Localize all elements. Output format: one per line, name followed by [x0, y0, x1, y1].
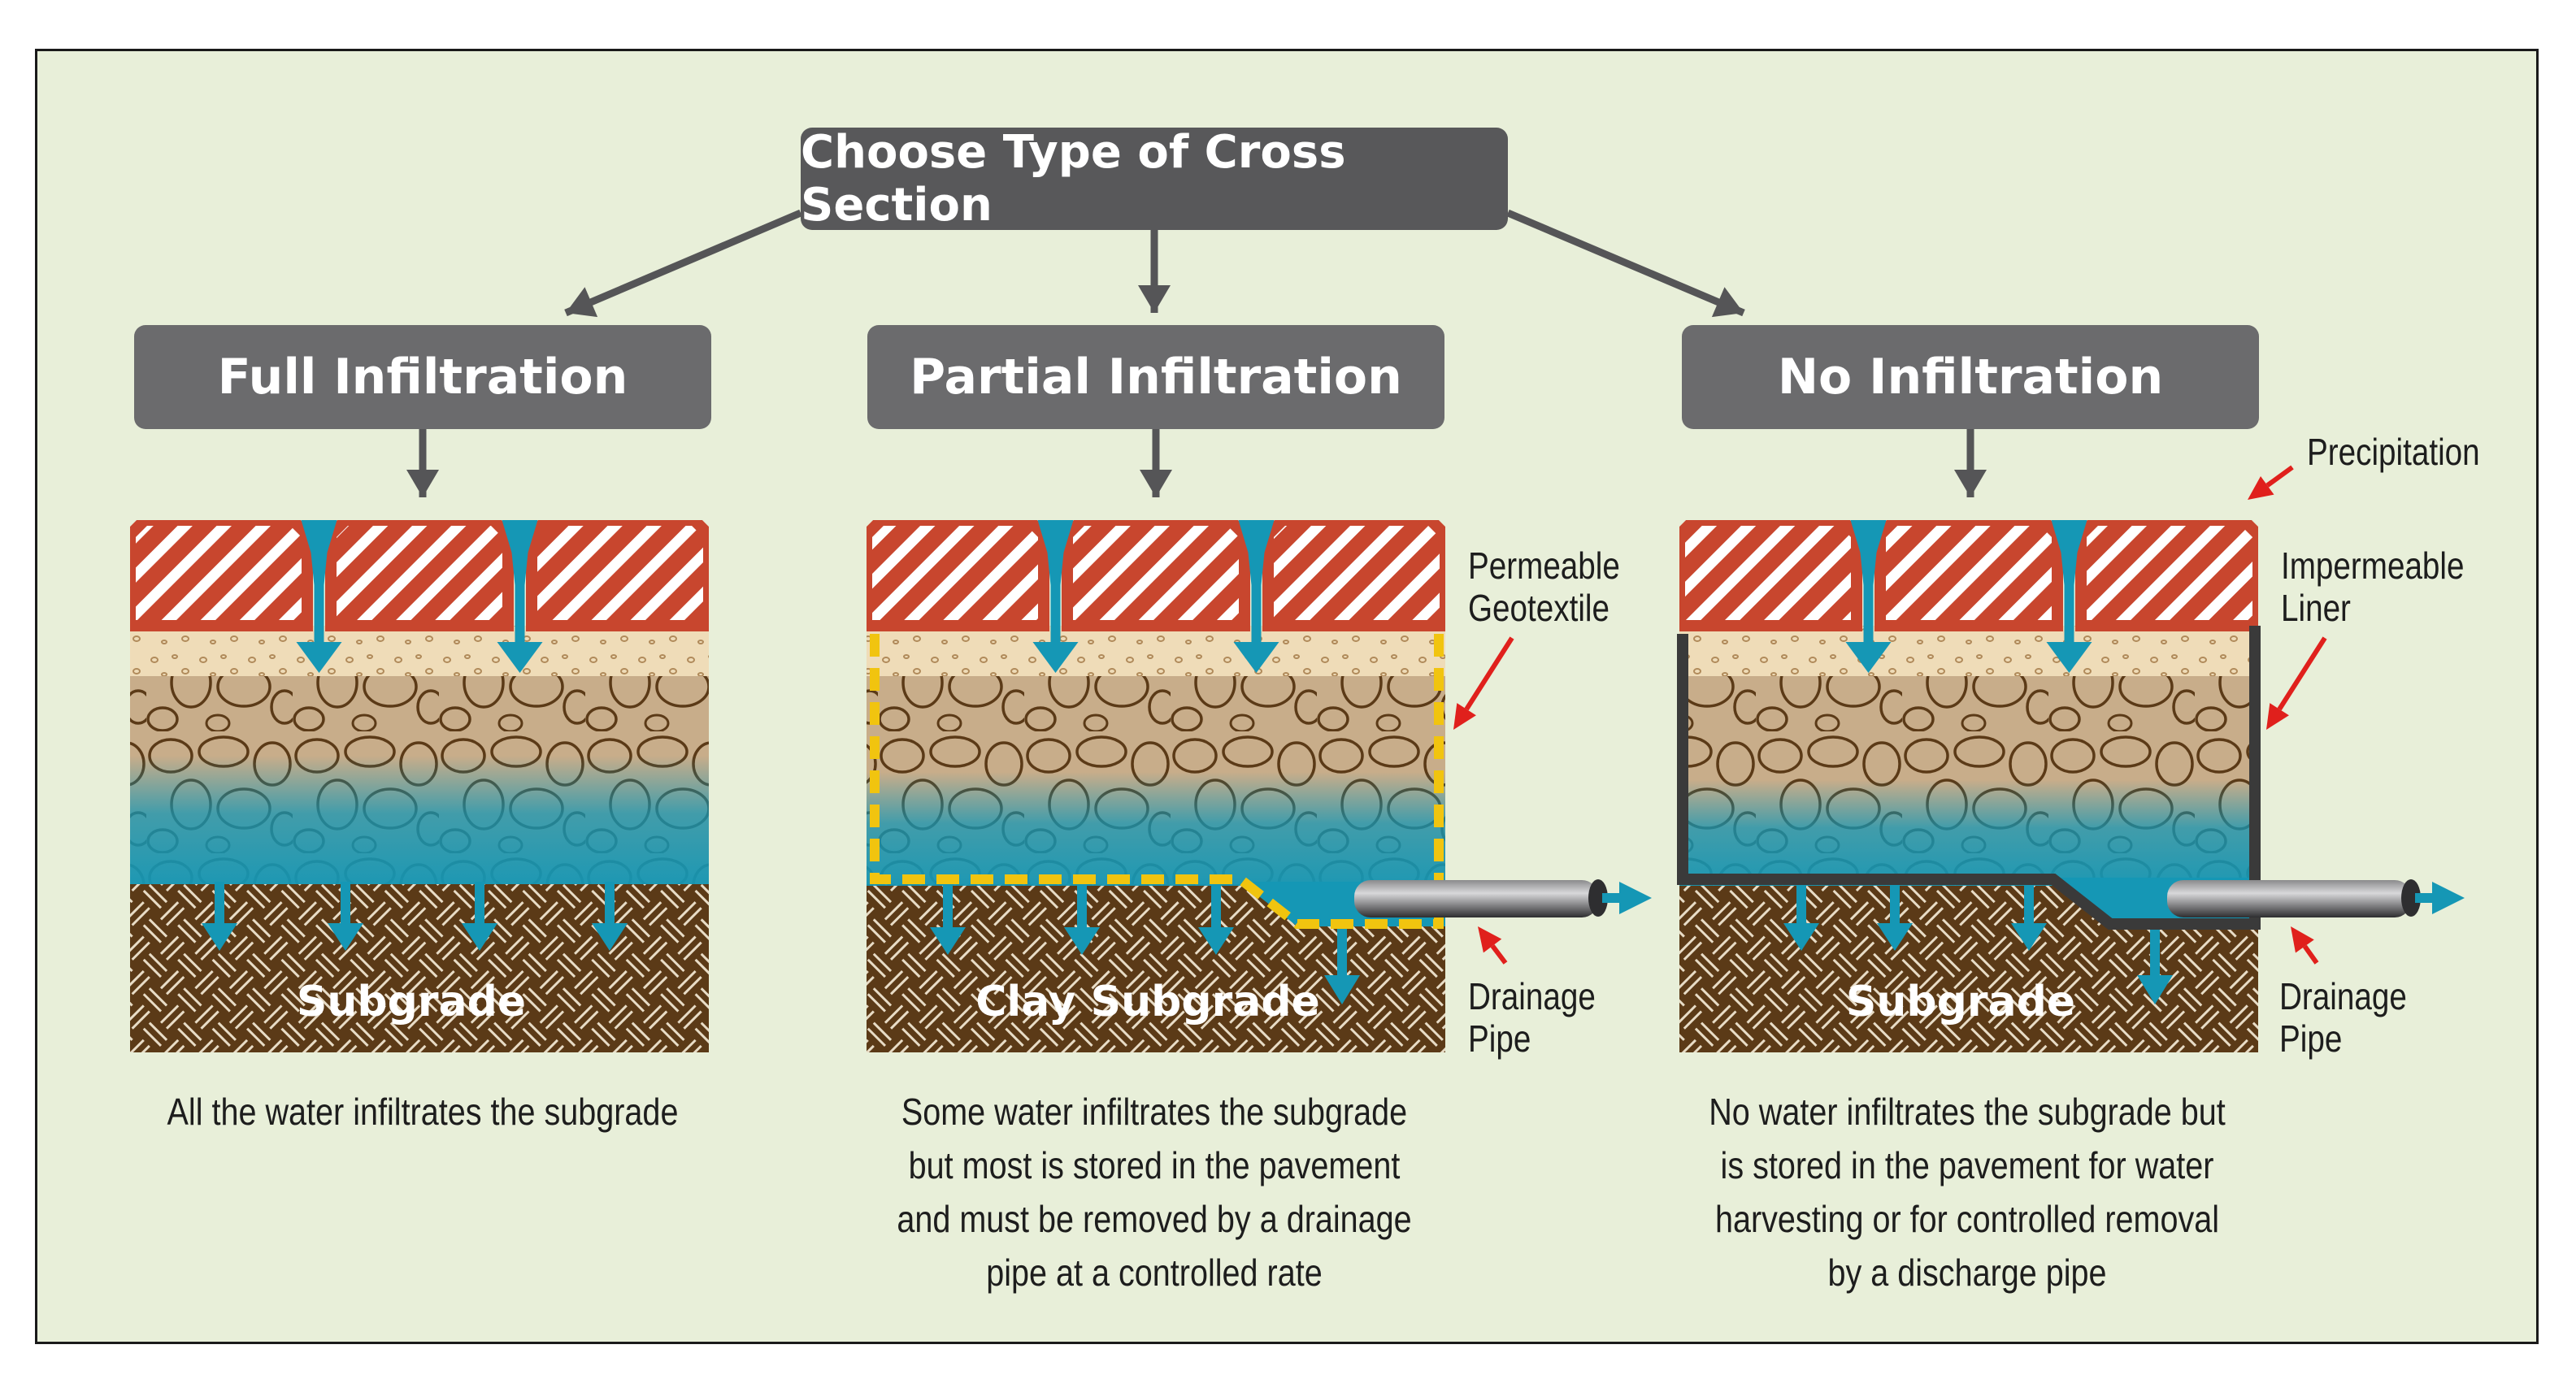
arrow-full-to-section: [406, 429, 439, 497]
drainage-pipe: [1354, 879, 1652, 917]
bedding-layer: [867, 626, 1445, 676]
paver-block: [1262, 520, 1445, 631]
partial-infiltration-header: Partial Infiltration: [867, 325, 1444, 429]
stored-water: [1679, 780, 2258, 886]
bedding-layer: [130, 626, 709, 676]
drainage-pipe-callout-arrow-partial: [1478, 926, 1508, 965]
drainage-pipe-callout-arrow-none: [2291, 926, 2319, 965]
stored-water: [130, 756, 709, 884]
title-text: Choose Type of Cross Section: [801, 126, 1346, 232]
paver-block: [1679, 520, 1862, 631]
impermeable-liner: [1677, 626, 2261, 930]
precipitation-label: Precipitation: [2307, 431, 2480, 473]
subgrade-label: Subgrade: [1846, 978, 2075, 1026]
paver-block: [1874, 520, 2063, 631]
choose-cross-section-header: Choose Type of Cross Section: [801, 126, 1508, 232]
outflow-arrow: [1619, 882, 1652, 914]
full-infiltration-title: Full Infiltration: [217, 349, 628, 406]
arrow-partial-to-section: [1140, 429, 1172, 497]
arrow-to-full-infiltration: [564, 209, 802, 318]
full-infiltration-caption: All the water infiltrates the subgrade: [167, 1091, 679, 1133]
callout-arrows: [1453, 465, 2327, 965]
drainage-pipe-label-none: Drainage Pipe: [2279, 975, 2407, 1060]
paver-block: [526, 520, 709, 631]
partial-infiltration-section: Clay Subgrade: [867, 520, 1652, 1052]
impermeable-liner-label: Impermeable Liner: [2281, 544, 2465, 629]
full-infiltration-section: Subgrade: [130, 520, 709, 1052]
paver-block: [2075, 520, 2258, 631]
permeable-geotextile: [870, 634, 1444, 929]
full-infiltration-header: Full Infiltration: [134, 325, 711, 429]
no-infiltration-caption: No water infiltrates the subgrade but is…: [1709, 1091, 2226, 1294]
paver-block: [130, 520, 313, 631]
partial-infiltration-title: Partial Infiltration: [910, 349, 1402, 406]
outflow-arrow: [2432, 882, 2465, 914]
connector-arrows: [406, 209, 1987, 497]
paver-block: [325, 520, 514, 631]
cross-section-panels: Subgrade Clay Subgrade Subgrade: [130, 520, 2465, 1052]
none-infiltration-section: Subgrade: [1677, 520, 2465, 1052]
geotextile-callout-arrow: [1453, 636, 1514, 730]
arrow-none-to-section: [1954, 429, 1987, 497]
no-infiltration-title: No Infiltration: [1777, 349, 2164, 406]
liner-callout-arrow: [2266, 636, 2327, 730]
paver-block: [867, 520, 1049, 631]
permeable-geotextile-label: Permeable Geotextile: [1468, 544, 1620, 629]
partial-infiltration-caption: Some water infiltrates the subgrade but …: [897, 1091, 1412, 1294]
drainage-pipe: [2167, 879, 2465, 917]
arrow-to-partial-infiltration: [1138, 230, 1171, 313]
stored-water: [867, 772, 1445, 886]
bedding-layer: [1679, 626, 2258, 676]
paver-block: [1062, 520, 1250, 631]
precipitation-callout-arrow: [2248, 465, 2294, 500]
arrow-to-no-infiltration: [1506, 209, 1745, 318]
drainage-pipe-label-partial: Drainage Pipe: [1468, 975, 1596, 1060]
no-infiltration-header: No Infiltration: [1682, 325, 2259, 429]
subgrade-label: Clay Subgrade: [975, 978, 1320, 1026]
subgrade-label: Subgrade: [297, 978, 526, 1026]
